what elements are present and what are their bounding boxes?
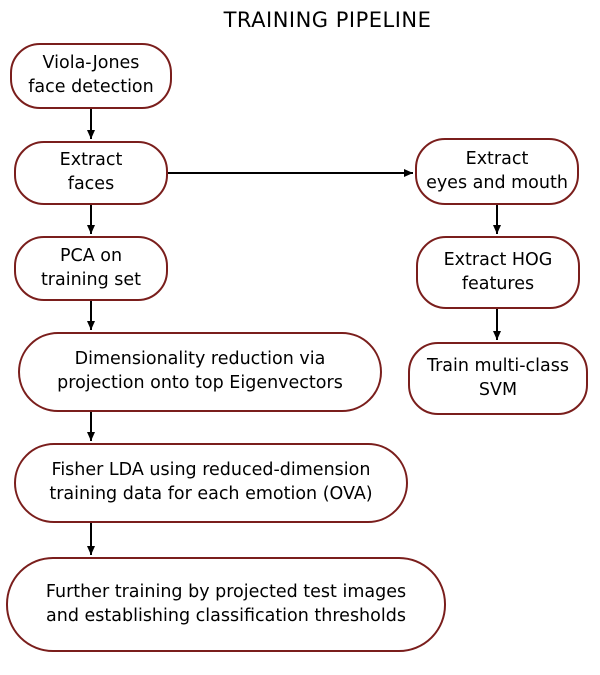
node-label: Train multi-class SVM <box>426 355 570 400</box>
node-further-training: Further training by projected test image… <box>6 557 446 652</box>
node-label: Extract HOG features <box>443 249 553 294</box>
node-extract-faces: Extract faces <box>14 141 168 205</box>
node-train-multi-class-svm: Train multi-class SVM <box>408 342 588 415</box>
diagram-title: TRAINING PIPELINE <box>223 8 432 32</box>
node-label: Dimensionality reduction via projection … <box>57 349 343 393</box>
node-viola-jones-face-detection: Viola-Jones face detection <box>10 43 172 109</box>
node-label: Extract faces <box>59 150 123 194</box>
node-label: Extract eyes and mouth <box>426 148 568 193</box>
node-label: Further training by projected test image… <box>45 581 407 626</box>
node-label: Fisher LDA using reduced-dimension train… <box>49 460 373 504</box>
node-dimensionality-reduction: Dimensionality reduction via projection … <box>18 332 382 412</box>
node-label: Viola-Jones face detection <box>28 53 154 97</box>
node-extract-hog-features: Extract HOG features <box>416 236 580 309</box>
node-pca-on-training-set: PCA on training set <box>14 236 168 301</box>
node-fisher-lda: Fisher LDA using reduced-dimension train… <box>14 443 408 523</box>
node-extract-eyes-and-mouth: Extract eyes and mouth <box>415 138 579 205</box>
node-label: PCA on training set <box>40 245 142 290</box>
